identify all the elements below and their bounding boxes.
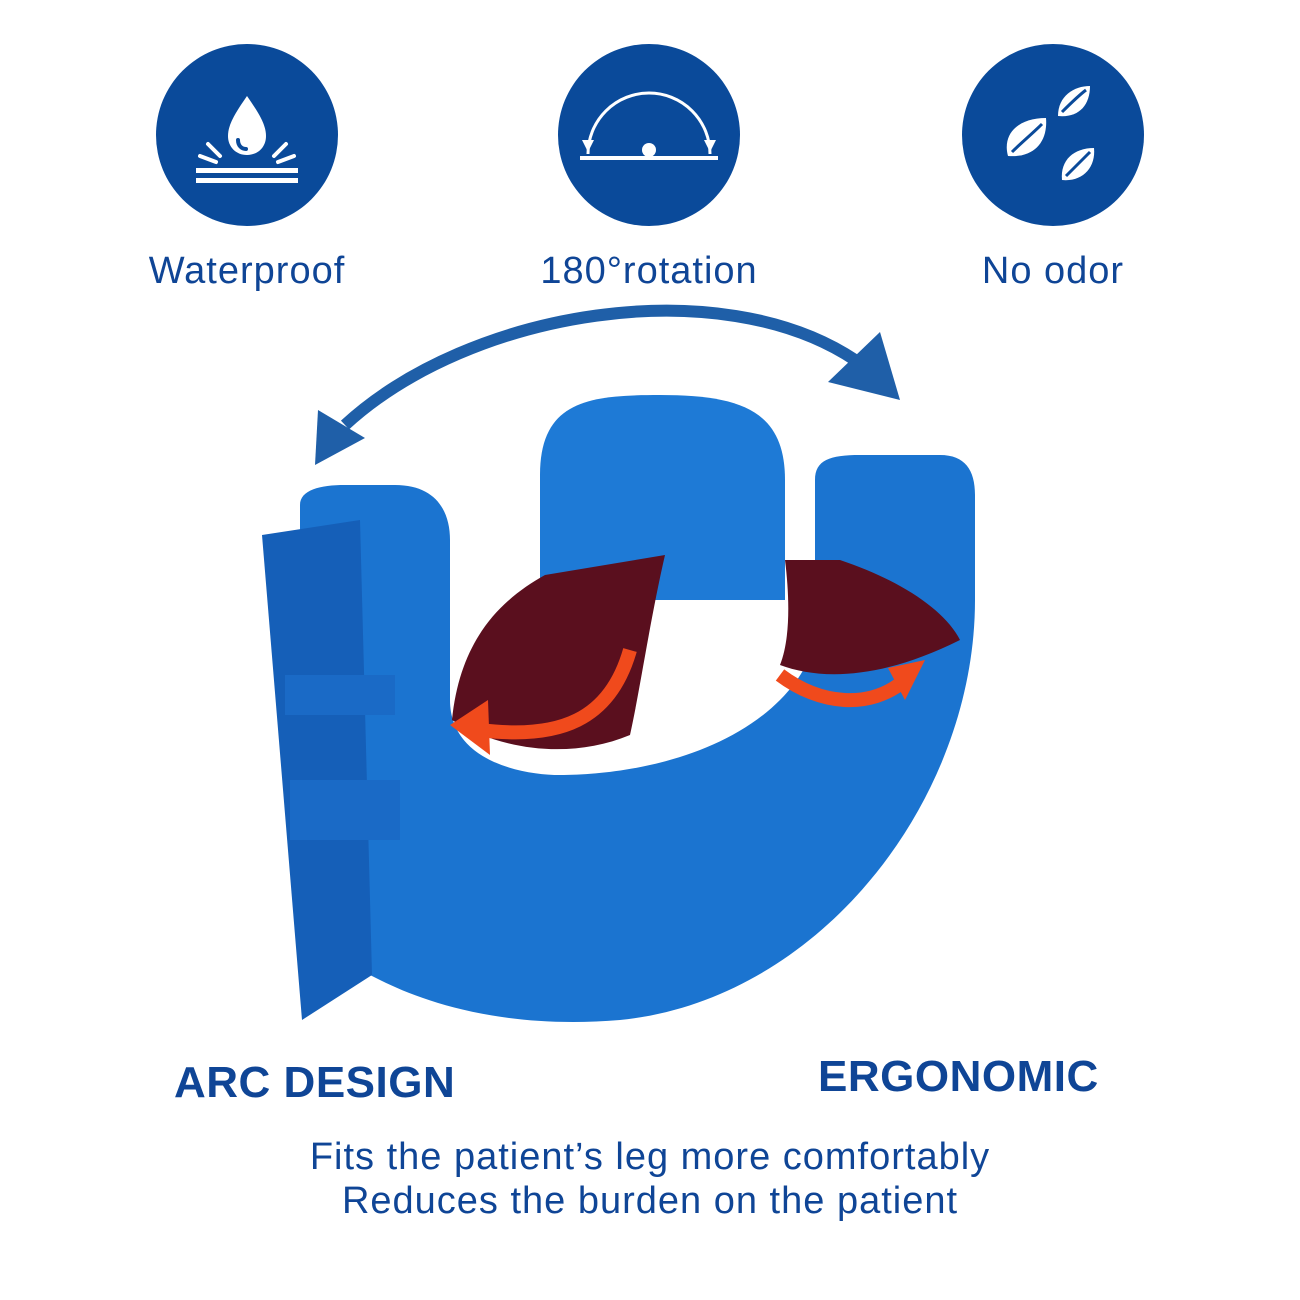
rotation-arc-icon bbox=[580, 91, 718, 160]
description-line-2: Reduces the burden on the patient bbox=[341, 1180, 959, 1222]
product-illustration bbox=[262, 304, 975, 1022]
cushion-body bbox=[300, 455, 975, 1022]
description-line-1: Fits the patient’s leg more comfortably bbox=[309, 1136, 991, 1178]
no-odor-circle bbox=[962, 44, 1144, 226]
leaves-icon bbox=[1006, 86, 1095, 181]
water-drop-icon bbox=[196, 96, 298, 183]
feature-label-waterproof: Waterproof bbox=[148, 250, 346, 292]
feature-no-odor: No odor bbox=[903, 44, 1203, 293]
heading-arc-design: ARC DESIGN bbox=[174, 1058, 456, 1107]
rotation-double-arrow bbox=[315, 304, 900, 465]
feature-label-no-odor: No odor bbox=[981, 250, 1125, 292]
waterproof-circle bbox=[156, 44, 338, 226]
heading-ergonomic: ERGONOMIC bbox=[818, 1052, 1099, 1101]
feature-label-rotation: 180°rotation bbox=[540, 250, 758, 292]
feature-rotation: 180°rotation bbox=[499, 44, 799, 293]
feature-waterproof: Waterproof bbox=[97, 44, 397, 293]
cushion-center-hump bbox=[540, 395, 785, 600]
orange-arrow-left bbox=[450, 648, 637, 755]
mesh-pocket-right bbox=[780, 560, 960, 675]
orange-arrow-right bbox=[775, 660, 925, 708]
rotation-circle bbox=[558, 44, 740, 226]
cushion-strap bbox=[262, 520, 400, 1020]
